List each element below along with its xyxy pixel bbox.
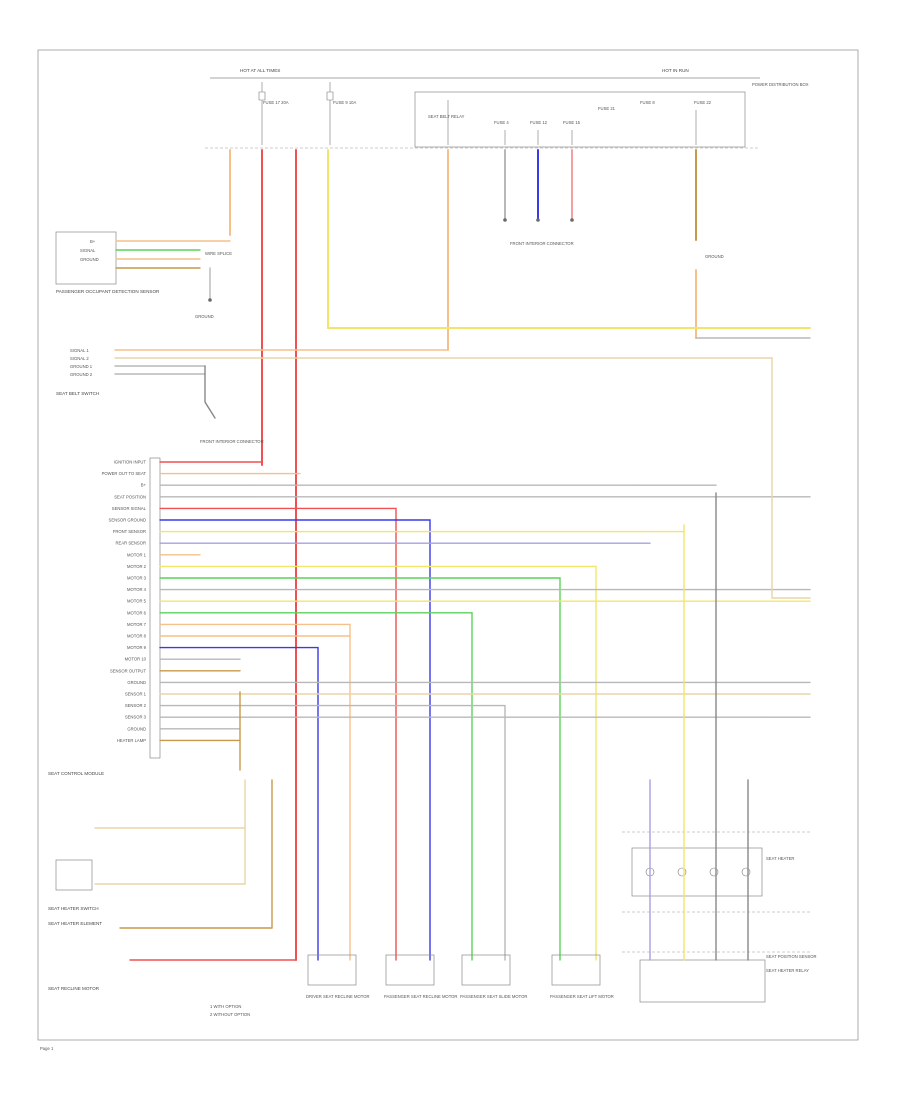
seat-control-pin-label: MOTOR 10: [125, 657, 147, 662]
seat-heater-element-title: SEAT HEATER ELEMENT: [48, 921, 102, 926]
seat-control-pin-label: SENSOR GROUND: [109, 518, 146, 523]
relay-label: SEAT BELT RELAY: [428, 114, 465, 119]
diagram-frame: [37, 49, 859, 1041]
seat-control-pin-label: SENSOR 1: [125, 692, 147, 697]
seatbelt-pin4: GROUND 2: [70, 372, 93, 377]
seat-heater-switch: [55, 859, 93, 891]
fuse-g-label: FUSE 8: [640, 100, 655, 105]
seatbelt-title: SEAT BELT SWITCH: [56, 391, 99, 396]
seat-control-wire: [159, 623, 351, 961]
seat-control-wire: [159, 612, 473, 961]
seat-control-pin-label: MOTOR 8: [127, 634, 147, 639]
fuse-d-label: FUSE 12: [530, 120, 548, 125]
ground-label-2: GROUND: [195, 314, 214, 319]
seat-control-pin-label: FRONT SENSOR: [113, 529, 146, 534]
seat-control-pin-label: REAR SENSOR: [116, 541, 146, 546]
fuse-f-label: FUSE 21: [598, 106, 616, 111]
seat-control-wire: [159, 519, 431, 961]
seat-control-pin-label: SENSOR 2: [125, 703, 147, 708]
driver-recline-motor: [307, 954, 357, 986]
seat-control-wire: [159, 565, 597, 961]
seat-recline-motor-title: SEAT RECLINE MOTOR: [48, 986, 100, 991]
seat-position-sensor-label: SEAT POSITION SENSOR: [766, 954, 817, 959]
seat-control-pin-label: MOTOR 3: [127, 576, 147, 581]
seat-control-pin-label: MOTOR 5: [127, 599, 147, 604]
wire-seatbelt-ground: [204, 365, 216, 419]
seat-control-pin-label: SENSOR OUTPUT: [110, 668, 147, 673]
seat-heater-module: [631, 847, 763, 897]
passenger-slide-motor-label: PASSENGER SEAT SLIDE MOTOR: [460, 994, 527, 999]
fuse-e-label: FUSE 15: [563, 120, 581, 125]
heater-element-3: [709, 867, 719, 877]
seatbelt-pin2: SIGNAL 2: [70, 356, 89, 361]
driver-recline-motor-label: DRIVER SEAT RECLINE MOTOR: [306, 994, 370, 999]
module-occupant-sensor-pin2: SIGNAL: [80, 248, 96, 253]
seat-control-pin-label: GROUND: [127, 726, 146, 731]
seat-control-wire: [159, 507, 397, 961]
seat-control-wire: [159, 646, 319, 961]
seat-control-pin-label: GROUND: [127, 680, 146, 685]
seat-control-module-wires: [159, 461, 811, 961]
module-occupant-sensor-pin1: B+: [90, 239, 96, 244]
seat-control-module-pins: IGNITION INPUT POWER OUT TO SEAT B+ SEAT PO…: [102, 460, 147, 743]
seat-control-pin-label: MOTOR 4: [127, 587, 147, 592]
seat-control-pin-label: SENSOR SIGNAL: [112, 506, 147, 511]
wire-splice-label-1: WIRE SPLICE: [205, 251, 232, 256]
splice-s2: [536, 218, 540, 222]
fuse-box: [414, 91, 746, 148]
module-occupant-sensor-title: PASSENGER OCCUPANT DETECTION SENSOR: [56, 289, 160, 294]
passenger-slide-motor: [461, 954, 511, 986]
splice-s3: [570, 218, 574, 222]
seat-control-wire: [159, 704, 506, 961]
seat-control-pin-label: B+: [141, 483, 147, 488]
seat-control-pin-label: IGNITION INPUT: [114, 460, 147, 465]
passenger-recline-motor-label: PASSENGER SEAT RECLINE MOTOR: [384, 994, 457, 999]
passenger-recline-motor: [385, 954, 435, 986]
fuse-a-symbol: [258, 82, 266, 145]
splice-s1: [503, 218, 507, 222]
fuse-h-label: FUSE 22: [694, 100, 712, 105]
front-connector-label-1: FRONT INTERIOR CONNECTOR: [510, 241, 574, 246]
seat-control-pin-label: SENSOR 3: [125, 715, 147, 720]
seat-control-pin-label: HEATER LAMP: [117, 738, 146, 743]
seat-heater-label: SEAT HEATER: [766, 856, 794, 861]
front-connector-label-2: FRONT INTERIOR CONNECTOR: [200, 439, 264, 444]
seat-control-pin-label: MOTOR 7: [127, 622, 147, 627]
seatbelt-pin1: SIGNAL 1: [70, 348, 89, 353]
splice-occupant: [208, 298, 212, 302]
heater-element-2: [677, 867, 687, 877]
page-footer: Page 1: [40, 1046, 54, 1051]
seat-control-pin-label: MOTOR 6: [127, 610, 147, 615]
top-right-source: HOT IN RUN: [662, 68, 689, 73]
ground-label-1: GROUND: [705, 254, 724, 259]
fuse-c-label: FUSE 4: [494, 120, 509, 125]
heater-element-4: [741, 867, 751, 877]
seatbelt-pin3: GROUND 1: [70, 364, 93, 369]
passenger-lift-motor: [551, 954, 601, 986]
top-right-note: POWER DISTRIBUTION BOX: [752, 82, 809, 87]
seat-control-pin-label: MOTOR 1: [127, 552, 147, 557]
top-left-source: HOT AT ALL TIMES: [240, 68, 280, 73]
note-2: 2 WITHOUT OPTION: [210, 1012, 250, 1017]
seat-control-pin-label: MOTOR 9: [127, 645, 147, 650]
seat-control-pin-label: SEAT POSITION: [114, 494, 146, 499]
fuse-a-label: FUSE 17 20A: [263, 100, 289, 105]
seat-control-pin-label: POWER OUT TO SEAT: [102, 471, 147, 476]
note-1: 1 WITH OPTION: [210, 1004, 241, 1009]
seat-heater-switch-title: SEAT HEATER SWITCH: [48, 906, 99, 911]
seat-control-pin-label: MOTOR 2: [127, 564, 147, 569]
seat-control-module-title: SEAT CONTROL MODULE: [48, 771, 104, 776]
seat-control-module: [149, 457, 161, 759]
fuse-b-label: FUSE 9 10A: [333, 100, 356, 105]
fuse-b-symbol: [326, 82, 334, 145]
seat-control-wire: [159, 577, 561, 961]
module-occupant-sensor: [55, 231, 117, 285]
passenger-lift-motor-label: PASSENGER SEAT LIFT MOTOR: [550, 994, 614, 999]
module-occupant-sensor-pin3: GROUND: [80, 257, 99, 262]
seat-heater-relay: [639, 959, 766, 1003]
seat-heater-relay-label: SEAT HEATER RELAY: [766, 968, 809, 973]
